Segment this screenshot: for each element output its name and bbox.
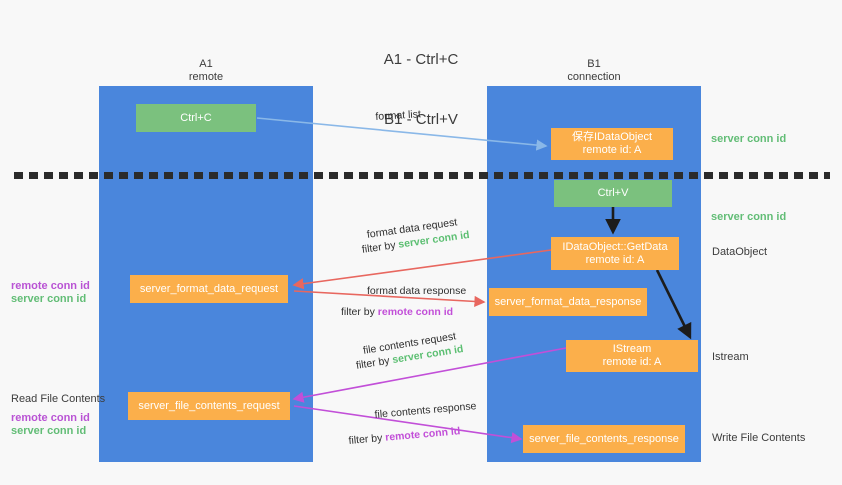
side-label-text: Read File Contents [11, 393, 106, 405]
column-header-b1: B1 connection [534, 58, 654, 84]
box-server-format-data-request-label: server_format_data_request [139, 282, 279, 295]
side-label-text: server conn id [11, 293, 87, 305]
box-server-format-data-response-label: server_format_data_response [494, 295, 642, 308]
box-ctrl-c-label: Ctrl+C [180, 111, 212, 124]
side-label-right-write-file-contents: Write File Contents [712, 431, 805, 445]
box-server-format-data-request[interactable]: server_format_data_request [130, 275, 288, 303]
filter-key-remote-conn-id: remote conn id [377, 306, 454, 318]
side-label-text: server conn id [11, 425, 87, 437]
side-label-text: Istream [712, 351, 749, 363]
box-ctrl-v[interactable]: Ctrl+V [554, 180, 672, 207]
box-server-file-contents-response-label: server_file_contents_response [529, 432, 679, 445]
side-label-right-server-conn-id-top: server conn id [711, 132, 786, 146]
box-istream-line1: IStream [612, 343, 652, 355]
box-server-file-contents-request-label: server_file_contents_request [138, 399, 280, 412]
side-label-left-format-remote-conn-id: remote conn id [11, 279, 90, 293]
side-label-text: remote conn id [11, 280, 90, 292]
edge-label-format-data-response-text: format data response [367, 285, 467, 297]
filter-prefix: filter by [341, 306, 378, 318]
side-label-right-server-conn-id-mid: server conn id [711, 210, 786, 224]
filter-prefix: filter by [348, 431, 386, 447]
box-ctrl-c[interactable]: Ctrl+C [136, 104, 256, 132]
box-save-idataobject-line1: 保存IDataObject [571, 131, 653, 143]
column-b1-sub: connection [567, 71, 621, 83]
column-header-a1: A1 remote [146, 58, 266, 84]
filter-key-remote-conn-id: remote conn id [384, 425, 461, 444]
title-line-1: A1 - Ctrl+C [383, 51, 459, 68]
side-label-text: DataObject [712, 246, 768, 258]
side-label-text: server conn id [711, 211, 787, 223]
box-server-format-data-response[interactable]: server_format_data_response [489, 288, 647, 316]
side-label-left-file-remote-conn-id: remote conn id [11, 411, 90, 425]
edge-label-format-data-response: format data response [367, 284, 466, 298]
filter-prefix: filter by [355, 354, 394, 372]
edge-label-format-list: format list [375, 107, 421, 124]
side-label-right-istream: Istream [712, 350, 749, 364]
side-label-text: server conn id [711, 133, 787, 145]
side-label-left-format-server-conn-id: server conn id [11, 292, 86, 306]
side-label-text: remote conn id [11, 412, 90, 424]
filter-prefix: filter by [361, 238, 400, 256]
edge-label-format-list-text: format list [375, 108, 422, 123]
box-idataobject-getdata-line1: IDataObject::GetData [562, 240, 668, 253]
box-server-file-contents-response[interactable]: server_file_contents_response [523, 425, 685, 453]
box-idataobject-getdata[interactable]: IDataObject::GetData remote id: A [551, 237, 679, 270]
column-b1-name: B1 [587, 58, 601, 70]
box-istream[interactable]: IStream remote id: A [566, 340, 698, 372]
side-label-read-file-contents: Read File Contents [11, 392, 105, 406]
column-a1-sub: remote [188, 71, 224, 83]
edge-label-file-contents-response: file contents response [374, 399, 477, 422]
side-label-left-file-server-conn-id: server conn id [11, 424, 86, 438]
side-label-right-dataobject: DataObject [712, 245, 767, 259]
edge-label-file-contents-response-filter: filter by remote conn id [348, 424, 461, 448]
dashed-separator [14, 172, 830, 179]
edge-label-file-contents-response-text: file contents response [374, 400, 477, 421]
box-save-idataobject-line2: remote id: A [582, 144, 642, 156]
box-istream-line2: remote id: A [602, 356, 662, 368]
box-ctrl-v-label: Ctrl+V [597, 187, 629, 199]
box-save-idataobject[interactable]: 保存IDataObject remote id: A [551, 128, 673, 160]
side-label-text: Write File Contents [712, 432, 806, 444]
box-server-file-contents-request[interactable]: server_file_contents_request [128, 392, 290, 420]
box-idataobject-getdata-line2: remote id: A [585, 253, 645, 266]
edge-label-format-data-response-filter: filter by remote conn id [341, 305, 453, 319]
column-a1-name: A1 [199, 58, 213, 70]
